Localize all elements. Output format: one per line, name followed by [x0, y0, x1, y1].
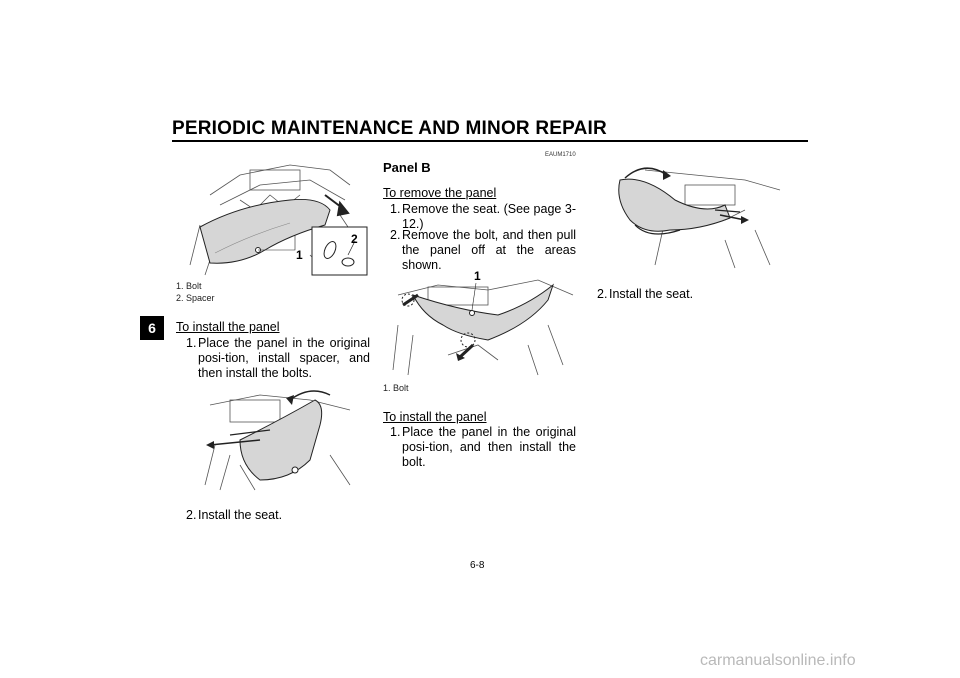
- reference-code: EAUM1710: [545, 152, 576, 158]
- spacer-callout: 2: [351, 232, 358, 246]
- bolt-callout: 1: [296, 248, 303, 262]
- watermark[interactable]: carmanualsonline.info: [700, 652, 856, 669]
- panel-b-heading: Panel B: [383, 160, 431, 175]
- remove-panel-heading: To remove the panel: [383, 186, 497, 200]
- chapter-tab: 6: [140, 316, 164, 340]
- install-step-2: 2. Install the seat.: [186, 508, 283, 522]
- install-seat-step: 2. Install the seat.: [597, 287, 694, 301]
- remove-step-1: 1. Remove the seat. (See page 3-12.): [390, 202, 576, 231]
- panel-a-install-figure: [200, 385, 360, 495]
- page-number: 6-8: [470, 560, 485, 571]
- header-rule: [172, 140, 808, 142]
- remove-step-2: 2. Remove the bolt, and then pull the pa…: [390, 228, 576, 272]
- figure-caption-1: 1. Bolt 2. Spacer: [176, 281, 215, 303]
- install-step-b1: 1. Place the panel in the original posi-…: [390, 425, 576, 469]
- page-title: PERIODIC MAINTENANCE AND MINOR REPAIR: [172, 118, 607, 139]
- figure-caption-2: 1. Bolt: [383, 383, 409, 393]
- install-step-1: 1. Place the panel in the original posi-…: [186, 336, 370, 380]
- panel-a-removal-figure: 1 2: [180, 155, 370, 280]
- panel-b-removal-figure: 1: [388, 265, 578, 380]
- install-panel-heading: To install the panel: [176, 320, 280, 334]
- panel-b-install-figure: [605, 160, 785, 270]
- bolt-callout: 1: [474, 269, 481, 283]
- install-panel-heading-b: To install the panel: [383, 410, 487, 424]
